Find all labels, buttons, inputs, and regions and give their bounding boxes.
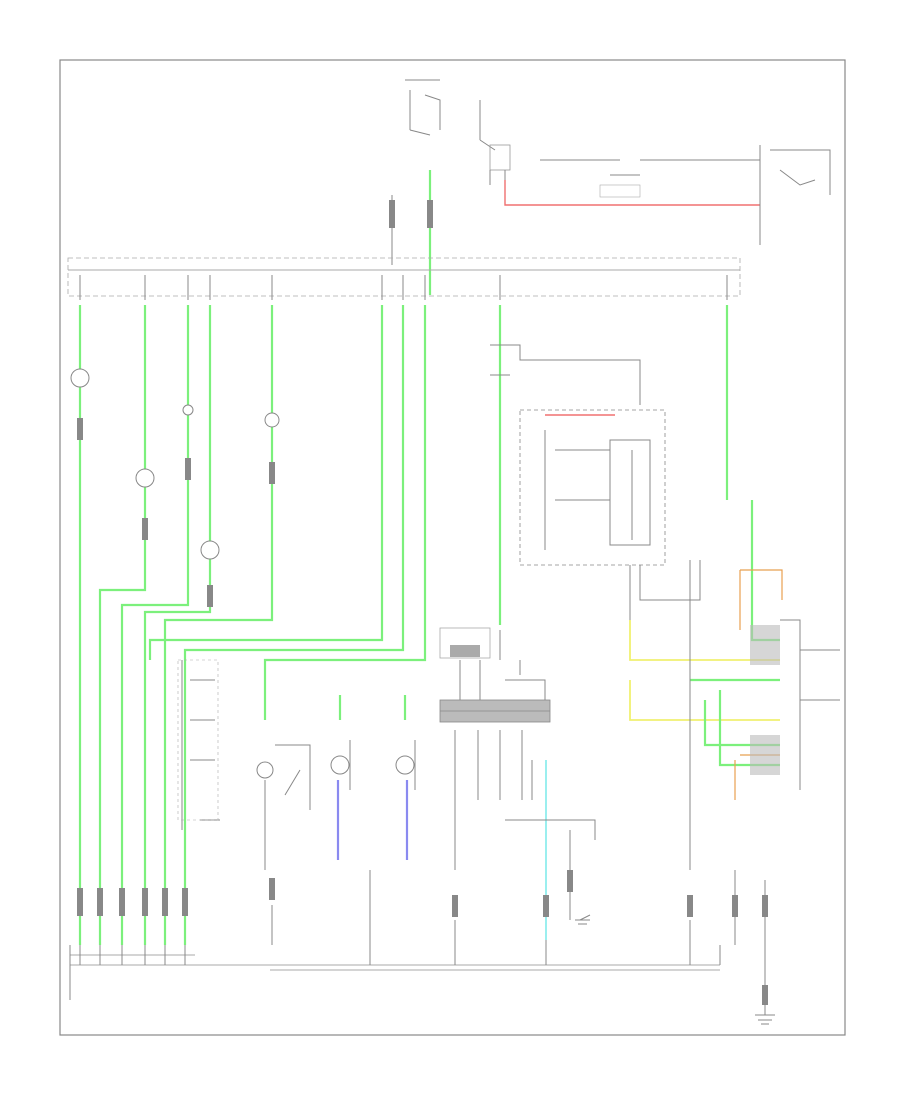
fuse-stubs bbox=[79, 275, 728, 300]
dash-fuse-box bbox=[67, 257, 741, 297]
red-wire-top bbox=[504, 180, 760, 206]
ground-icon bbox=[575, 919, 772, 1025]
gauge-icon bbox=[395, 755, 415, 775]
starter-relay-wiring bbox=[540, 145, 831, 245]
diagram-frame bbox=[59, 59, 846, 1036]
lamp-icon bbox=[70, 368, 90, 388]
gauge-block bbox=[330, 695, 416, 945]
lamp-icon bbox=[264, 412, 280, 428]
right-meter-module bbox=[519, 409, 701, 620]
lamp-icon bbox=[256, 761, 274, 779]
relay-box bbox=[599, 184, 641, 198]
connector-marks bbox=[77, 200, 433, 916]
left-lamps bbox=[70, 368, 280, 560]
lamp-icon bbox=[200, 540, 220, 560]
ignition-switch-block bbox=[405, 79, 511, 185]
lamp-icon bbox=[182, 404, 194, 416]
combination-switch bbox=[439, 305, 641, 940]
gauge-icon bbox=[330, 755, 350, 775]
left-meter-block bbox=[177, 659, 311, 945]
lamp-icon bbox=[135, 468, 155, 488]
ground-distribution bbox=[69, 920, 775, 1016]
left-feeds bbox=[78, 305, 427, 945]
right-harness bbox=[629, 305, 840, 945]
